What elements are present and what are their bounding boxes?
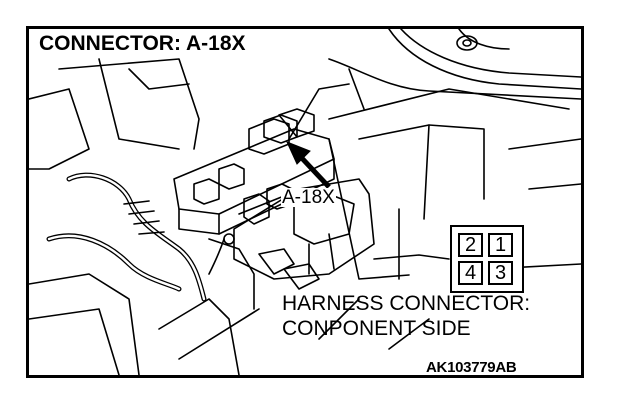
component-side-label: CONPONENT SIDE	[282, 317, 471, 340]
engine-bay-illustration	[29, 29, 581, 375]
harness-connector-label: HARNESS CONNECTOR:	[282, 292, 531, 315]
diagram-title: CONNECTOR: A-18X	[37, 32, 248, 55]
figure-id: AK103779AB	[426, 359, 517, 376]
connector-pin-diagram: 2 1 4 3	[450, 225, 524, 293]
connector-callout-label: A-18X	[281, 187, 336, 208]
pin-4: 4	[458, 261, 483, 285]
pin-1: 1	[488, 233, 513, 257]
pin-3: 3	[488, 261, 513, 285]
diagram-frame: CONNECTOR: A-18X A-18X 2 1 4 3 HARNESS C…	[26, 26, 584, 378]
pin-2: 2	[458, 233, 483, 257]
